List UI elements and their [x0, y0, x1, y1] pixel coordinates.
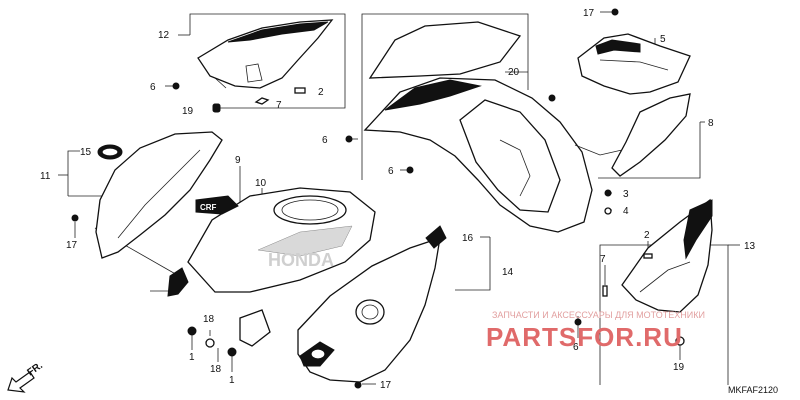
tank-center: CRF HONDA: [167, 187, 376, 357]
callout-3: 3: [623, 189, 629, 200]
callout-6: 6: [322, 135, 328, 146]
front-arrow-icon: [7, 371, 35, 393]
tank-badge-text: CRF: [200, 203, 217, 212]
diagram-code: MKFAF2120: [728, 385, 778, 395]
part-11-side-cover: [71, 131, 223, 259]
bracket-lines: [58, 11, 740, 385]
callout-14: 14: [502, 267, 514, 278]
callout-9: 9: [235, 155, 241, 166]
callout-12: 12: [158, 30, 170, 41]
callout-8: 8: [708, 118, 714, 129]
callout-1: 1: [229, 375, 235, 386]
callout-18: 18: [203, 314, 215, 325]
part-5-bracket: [548, 8, 691, 102]
part-12-cover: [172, 19, 334, 113]
callout-6: 6: [573, 342, 579, 353]
callout-4: 4: [623, 206, 629, 217]
callout-17: 17: [380, 380, 392, 391]
watermark: ЗАПЧАСТИ И АКСЕССУАРЫ ДЛЯ МОТОТЕХНИКИ PA…: [486, 310, 705, 352]
callout-6: 6: [388, 166, 394, 177]
part-13-side-cover: [574, 198, 713, 346]
callout-7: 7: [276, 100, 282, 111]
callout-18: 18: [210, 364, 222, 375]
callout-20: 20: [508, 67, 520, 78]
callout-2: 2: [318, 87, 324, 98]
callout-numbers: 12 6 19 7 2 17 5 20 8 6 6 3 4 15 11 9 10…: [40, 8, 756, 391]
callout-6: 6: [150, 82, 156, 93]
callout-10: 10: [255, 178, 267, 189]
callout-2: 2: [644, 230, 650, 241]
tank-emblem-wing: HONDA: [257, 225, 353, 270]
part-8-strip: [574, 93, 691, 215]
callout-19: 19: [182, 106, 194, 117]
callout-11: 11: [40, 171, 51, 182]
watermark-subtitle: ЗАПЧАСТИ И АКСЕССУАРЫ ДЛЯ МОТОТЕХНИКИ: [492, 310, 705, 320]
watermark-brand: PARTSFOR.RU: [486, 322, 683, 352]
part-20-top-cover: [345, 21, 593, 233]
callout-17: 17: [583, 8, 595, 19]
callout-16: 16: [462, 233, 474, 244]
callout-13: 13: [744, 241, 756, 252]
callout-5: 5: [660, 34, 666, 45]
part-14-side-cover: [297, 225, 447, 389]
callout-1: 1: [189, 352, 195, 363]
callout-15: 15: [80, 147, 92, 158]
front-direction-indicator: FR.: [7, 360, 45, 393]
tank-emblem-text: HONDA: [268, 250, 334, 270]
callout-7: 7: [600, 254, 606, 265]
callout-19: 19: [673, 362, 685, 373]
callout-17: 17: [66, 240, 78, 251]
